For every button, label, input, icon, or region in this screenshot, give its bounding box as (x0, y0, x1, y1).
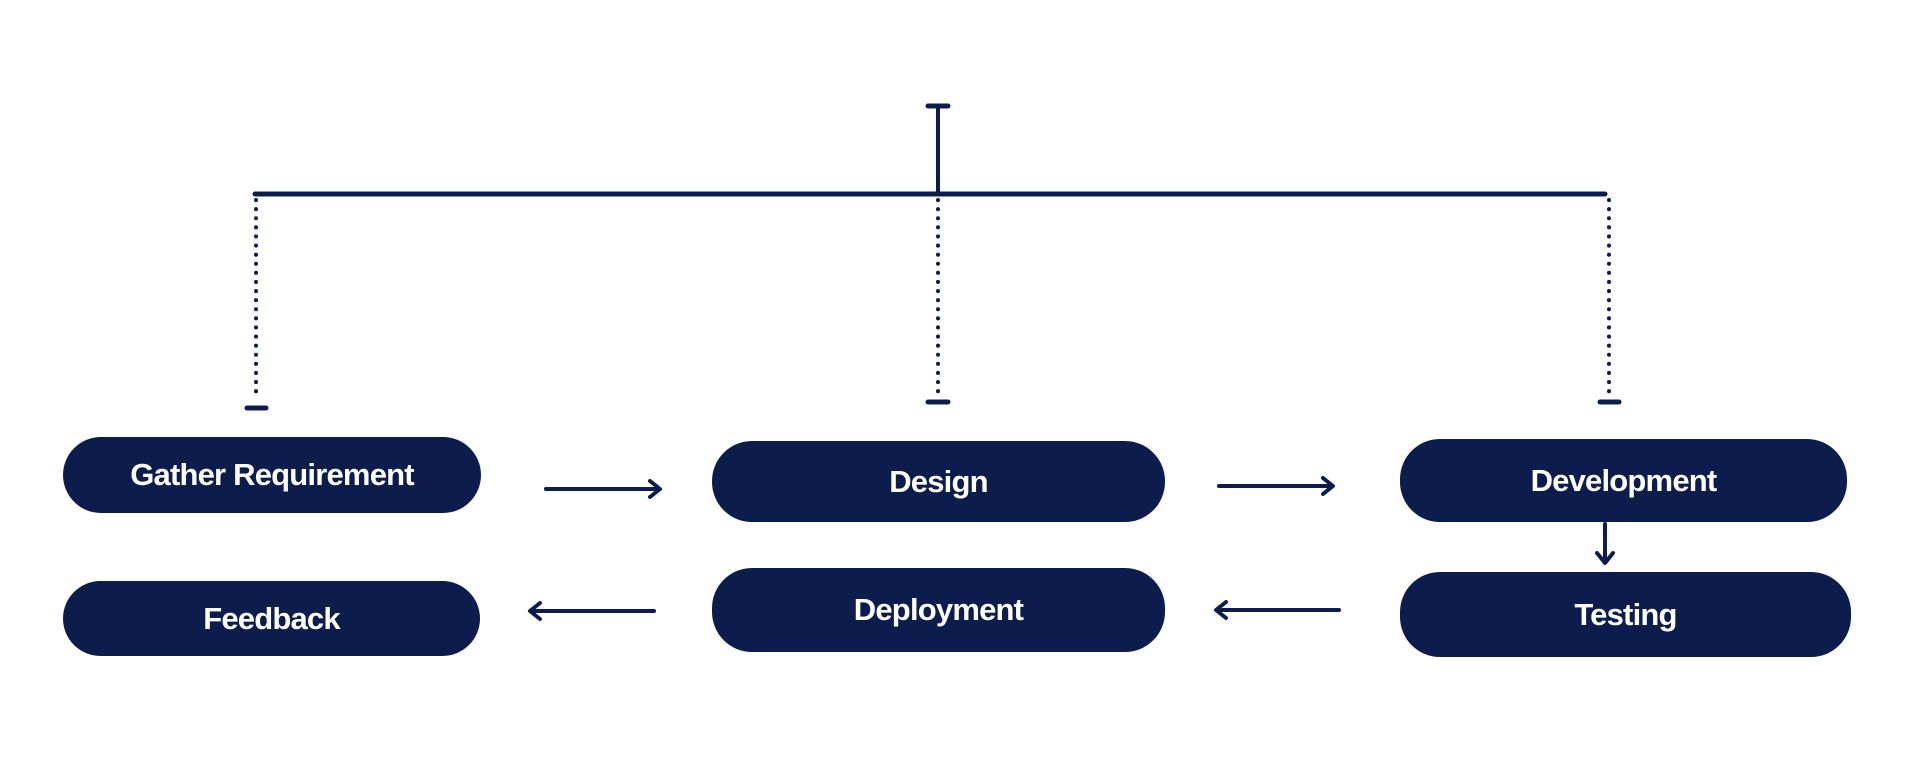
stage-feedback: Feedback (63, 581, 480, 656)
stage-deployment: Deployment (712, 568, 1165, 652)
stage-label: Gather Requirement (130, 457, 414, 492)
arrow-gather-to-design (544, 479, 662, 499)
arrow-testing-to-deployment (1214, 600, 1341, 620)
arrow-development-to-testing (1595, 522, 1615, 565)
stage-development: Development (1400, 439, 1847, 522)
arrow-deployment-to-feedback (528, 601, 656, 621)
stage-label: Feedback (203, 600, 340, 636)
stage-design: Design (712, 441, 1165, 522)
stage-label: Deployment (853, 592, 1024, 627)
stage-label: Development (1530, 462, 1718, 498)
stage-label: Testing (1574, 596, 1677, 632)
arrow-design-to-development (1217, 476, 1335, 496)
stage-testing: Testing (1400, 572, 1851, 657)
stage-label: Design (889, 463, 988, 499)
stage-gather-requirement: Gather Requirement (63, 437, 481, 513)
